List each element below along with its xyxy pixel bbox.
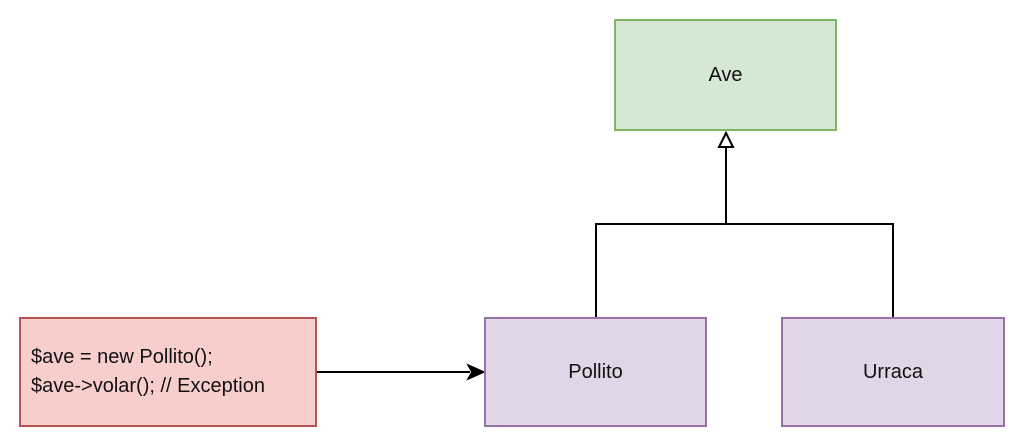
class-label-pollito: Pollito — [568, 360, 623, 383]
class-node-pollito[interactable]: Pollito — [484, 317, 707, 427]
inheritance-edge-pollito — [595, 223, 726, 317]
inheritance-arrowhead-icon — [717, 130, 735, 148]
code-line-call-volar: $ave->volar(); // Exception — [31, 375, 265, 397]
association-arrowhead-icon — [466, 363, 486, 381]
class-node-ave[interactable]: Ave — [614, 19, 837, 131]
class-label-urraca: Urraca — [862, 360, 923, 383]
code-note-node[interactable]: $ave = new Pollito(); $ave->volar(); // … — [19, 317, 317, 427]
code-lines: $ave = new Pollito(); $ave->volar(); // … — [31, 343, 265, 401]
inheritance-edge-urraca — [726, 223, 894, 317]
class-label-ave: Ave — [708, 63, 743, 86]
code-line-instantiate: $ave = new Pollito(); — [31, 346, 213, 368]
class-node-urraca[interactable]: Urraca — [781, 317, 1005, 427]
